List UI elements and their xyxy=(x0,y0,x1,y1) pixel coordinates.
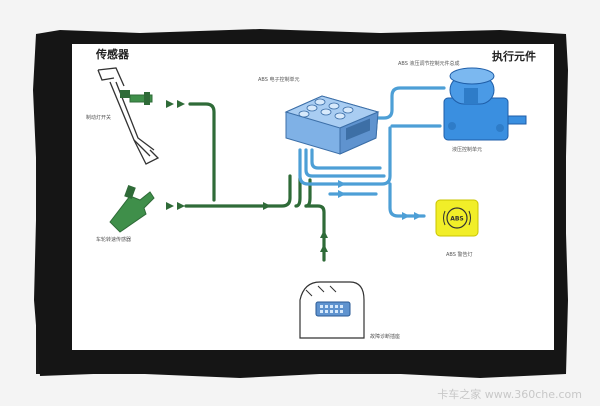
actuator-lines xyxy=(298,86,446,218)
hydraulic-assembly-label: ABS 液压调节控制元件总成 xyxy=(398,61,460,67)
sensors-heading: 传感器 xyxy=(96,48,129,61)
sensor-signal-lines xyxy=(184,102,326,262)
brake-switch-label: 制动灯开关 xyxy=(86,115,112,121)
hydraulic-unit-label: 液压控制单元 xyxy=(452,147,483,153)
ecu-module xyxy=(284,95,380,155)
diagnostic-connector xyxy=(299,281,365,339)
actuator-arrows xyxy=(338,180,422,220)
warning-lamp-text: ABS xyxy=(450,216,464,223)
hydraulic-pump xyxy=(443,67,527,141)
actuators-heading: 执行元件 xyxy=(492,50,536,63)
wheel-speed-sensor xyxy=(109,184,155,233)
brake-pedal xyxy=(97,67,160,165)
ecu-label: ABS 电子控制单元 xyxy=(258,77,300,83)
watermark: 卡车之家 www.360che.com xyxy=(437,388,582,401)
warning-lamp-label: ABS 警告灯 xyxy=(446,252,473,258)
wheel-sensor-label: 车轮转速传感器 xyxy=(96,237,132,243)
brake-light-switch xyxy=(120,90,153,105)
warning-lamp: ABS xyxy=(435,199,479,237)
diagnostic-connector-label: 故障诊断插座 xyxy=(370,334,401,340)
sensor-arrows xyxy=(166,100,328,252)
